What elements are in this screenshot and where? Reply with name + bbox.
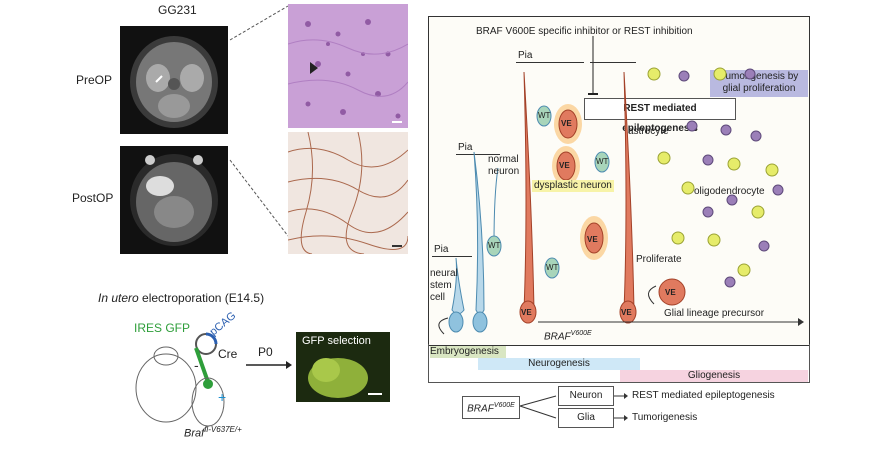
preop-mri-image — [120, 26, 228, 134]
ve-tag-3: VE — [587, 235, 598, 244]
electroporation-title: In utero electroporation (E14.5) — [98, 292, 264, 304]
stem-cell-2 — [472, 311, 488, 333]
ve-tag-5: VE — [621, 308, 632, 317]
wt-tag-1: WT — [538, 111, 551, 120]
flow-root-sup: V600E — [493, 402, 515, 409]
pia-line-2 — [456, 154, 500, 155]
gliogenesis-bar: Gliogenesis — [620, 370, 808, 382]
dashed-connectors — [229, 5, 289, 237]
neurogenesis-bar: Neurogenesis — [478, 358, 640, 370]
postop-label: PostOP — [72, 191, 114, 205]
pia-line-3 — [516, 62, 584, 63]
cell-lineage-graphic — [438, 67, 804, 335]
preop-label: PreOP — [76, 73, 113, 87]
electroporation-italic: In utero — [98, 291, 139, 305]
ve-tag-2: VE — [559, 161, 570, 170]
cre-label: Cre — [218, 347, 238, 361]
ihc-texture — [288, 132, 408, 254]
pia-line-4 — [590, 62, 636, 63]
wt-tag-4: WT — [546, 263, 559, 272]
normal-neuron-cell — [486, 235, 502, 257]
svg-text:-: - — [194, 357, 199, 373]
postop-brain-graphic — [130, 154, 218, 246]
ve-tag-4: VE — [521, 308, 532, 317]
flow-neuron-box: Neuron — [558, 386, 614, 406]
rest-box: REST mediated epileptogenesis — [584, 98, 736, 134]
wt-neuron-3 — [544, 257, 560, 279]
pia-label-3: Pia — [518, 50, 533, 61]
preop-brain-graphic — [130, 36, 218, 128]
braf-v600e-sup: V600E — [570, 330, 592, 337]
wt-neuron-2 — [594, 151, 610, 173]
astrocyte-cluster — [647, 67, 779, 277]
embryogenesis-bar: Embryogenesis — [430, 346, 506, 358]
flow-glia-box: Glia — [558, 408, 614, 428]
case-label: GG231 — [158, 3, 197, 17]
oligodendrocyte-cluster — [678, 68, 784, 288]
p0-arrow — [246, 361, 292, 369]
pia-label-2: Pia — [458, 142, 473, 153]
ve-tag-6: VE — [665, 288, 676, 297]
flow-glia-outcome: Tumorigenesis — [632, 412, 698, 423]
flow-root-box: BRAFV600E — [462, 396, 520, 420]
ihc-stain-image — [288, 132, 408, 254]
pia-line-1 — [432, 256, 472, 257]
svg-text:+: + — [218, 389, 226, 405]
tumor-box: Tumorigenesis by glial proliferation — [710, 70, 808, 97]
gfp-pup-graphic — [308, 358, 382, 398]
dysplastic-neurons — [552, 104, 608, 260]
pia-label-1: Pia — [434, 244, 449, 255]
postop-mri-image — [120, 146, 228, 254]
flow-root-text: BRAF — [467, 403, 494, 415]
wt-tag-2: WT — [596, 157, 609, 166]
braf-v600e-label: BRAFV600E — [544, 328, 592, 343]
he-stain-image — [288, 4, 408, 128]
braf-v600e-text: BRAF — [544, 331, 571, 343]
braf-sup: fl-V637E/+ — [204, 425, 242, 434]
astrocyte-label: astrocyte — [628, 126, 669, 137]
neural-stem-cell-label: neural stem cell — [430, 268, 458, 303]
ve-radial-glia-1 — [519, 300, 537, 324]
inhibition-line — [588, 36, 598, 95]
wt-tag-3: WT — [488, 241, 501, 250]
gfp-selection-label: GFP selection — [302, 335, 371, 347]
flow-arrows — [519, 393, 628, 421]
dysplastic-neuron-label: dysplastic neuron — [532, 180, 614, 192]
timeline-frame — [428, 344, 810, 383]
oligodendrocyte-label: oligodendrocyte — [694, 186, 765, 197]
inhibitor-text: BRAF V600E specific inhibitor or REST in… — [476, 26, 693, 37]
ve-tag-1: VE — [561, 119, 572, 128]
proliferate-label: Proliferate — [636, 254, 682, 265]
normal-neuron-label: normal neuron — [488, 154, 520, 177]
electroporation-rest: electroporation (E14.5) — [138, 291, 265, 305]
braf-allele-label: Braffl-V637E/+ — [184, 424, 242, 440]
ires-gfp-label: IRES GFP — [134, 321, 191, 335]
mouse-electroporation-graphic: - + — [135, 332, 226, 427]
p0-label: P0 — [258, 345, 273, 359]
stem-cell-1 — [448, 311, 464, 333]
glial-precursor-cell — [658, 278, 686, 306]
flow-neuron-outcome: REST mediated epileptogenesis — [632, 390, 775, 401]
braf-text: Braf — [184, 427, 205, 440]
gfp-selection-image: GFP selection — [296, 332, 390, 402]
ve-radial-glia-2 — [619, 300, 637, 324]
he-texture — [288, 19, 408, 123]
glial-precursor-label: Glial lineage precursor — [664, 308, 765, 319]
wt-neuron-1 — [536, 105, 552, 127]
